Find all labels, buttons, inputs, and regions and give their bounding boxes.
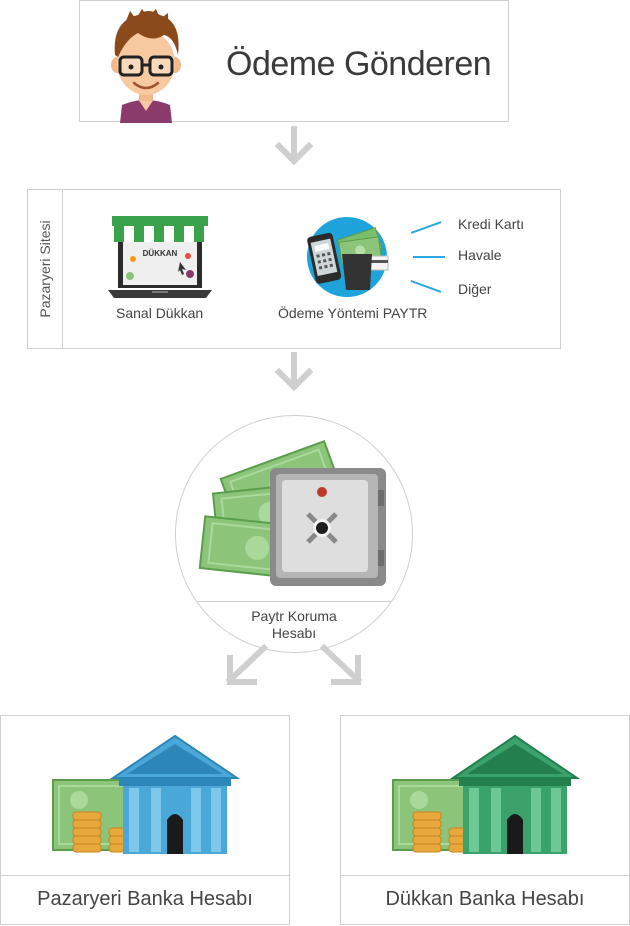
- shop-caption: Sanal Dükkan: [116, 305, 204, 321]
- arrow-down-icon: [274, 126, 314, 166]
- escrow-label-line1: Paytr Koruma: [251, 608, 337, 624]
- marketplace-label: Pazaryeri Sitesi: [37, 220, 53, 318]
- bank-divider: [1, 875, 289, 876]
- marketplace-box: Pazaryeri Sitesi DÜKKAN Sanal Dükkan: [27, 189, 561, 349]
- bank-building-icon: [392, 734, 581, 854]
- marketplace-bank-box: Pazaryeri Banka Hesabı: [0, 715, 290, 925]
- method-other: Diğer: [458, 281, 492, 297]
- method-connector: [413, 256, 445, 258]
- arrow-down-icon: [274, 352, 314, 392]
- marketplace-label-panel: Pazaryeri Sitesi: [28, 190, 63, 348]
- sender-title: Ödeme Gönderen: [226, 45, 492, 83]
- escrow-label: Paytr Koruma Hesabı: [176, 608, 412, 642]
- laptop-shop-icon: DÜKKAN: [108, 216, 212, 298]
- payment-caption: Ödeme Yöntemi PAYTR: [278, 305, 428, 321]
- method-wire-transfer: Havale: [458, 247, 502, 263]
- method-connector: [410, 280, 442, 293]
- method-credit-card: Kredi Kartı: [458, 216, 525, 232]
- shop-screen-text: DÜKKAN: [143, 249, 178, 258]
- method-connector: [410, 221, 442, 234]
- arrow-down-right-icon: [319, 644, 363, 685]
- sender-box: Ödeme Gönderen: [79, 0, 509, 123]
- safe-money-icon: [198, 440, 386, 586]
- wallet-cards-icon: [307, 217, 389, 297]
- arrow-down-left-icon: [225, 644, 269, 685]
- user-avatar-icon: [111, 9, 181, 123]
- shop-bank-label: Dükkan Banka Hesabı: [385, 888, 585, 910]
- shop-bank-box: Dükkan Banka Hesabı: [340, 715, 630, 925]
- escrow-label-line2: Hesabı: [271, 625, 317, 641]
- escrow-divider: [176, 601, 412, 602]
- marketplace-bank-label: Pazaryeri Banka Hesabı: [37, 888, 253, 910]
- bank-divider: [341, 875, 629, 876]
- escrow-circle: Paytr Koruma Hesabı: [175, 415, 413, 653]
- bank-building-icon: [52, 734, 241, 854]
